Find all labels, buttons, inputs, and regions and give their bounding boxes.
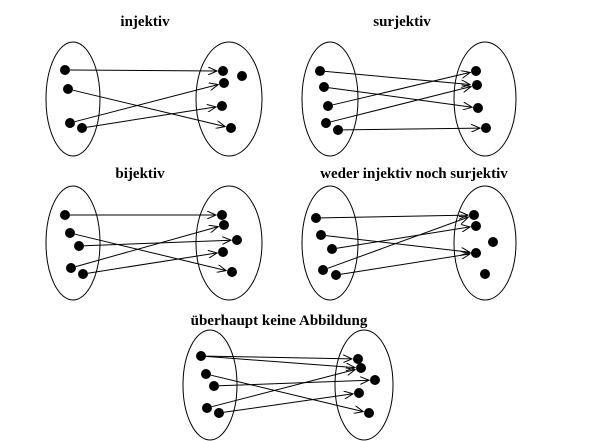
- mapping-arrow: [336, 227, 470, 249]
- mapping-arrow: [330, 87, 471, 123]
- panel-title-bijektiv: bijektiv: [115, 166, 165, 182]
- mapping-arrow: [320, 215, 468, 218]
- domain-set-oval: [45, 185, 101, 301]
- set-element-dot: [333, 125, 343, 135]
- set-element-dot: [488, 237, 498, 247]
- mapping-arrow: [325, 235, 470, 253]
- set-element-dot: [65, 118, 75, 128]
- set-element-dot: [202, 403, 212, 413]
- set-element-dot: [315, 66, 325, 76]
- set-element-dot: [481, 123, 491, 133]
- set-element-dot: [78, 269, 88, 279]
- set-element-dot: [201, 369, 211, 379]
- set-element-dot: [214, 408, 224, 418]
- set-element-dot: [217, 101, 227, 111]
- set-element-dot: [471, 221, 481, 231]
- mapping-arrow: [74, 233, 226, 270]
- set-element-dot: [227, 267, 237, 277]
- codomain-set-oval: [453, 185, 517, 301]
- set-element-dot: [471, 66, 481, 76]
- mapping-arrow: [74, 85, 218, 123]
- mapping-arrow: [327, 217, 469, 269]
- diagram-surjektiv: [301, 41, 517, 157]
- set-element-dot: [480, 269, 490, 279]
- set-element-dot: [209, 381, 219, 391]
- codomain-set-oval: [195, 185, 263, 301]
- panel-title-surjektiv: surjektiv: [373, 14, 431, 30]
- mapping-arrow: [218, 380, 369, 387]
- set-element-dot: [237, 71, 247, 81]
- diagram-weder: [301, 185, 517, 301]
- set-element-dot: [316, 230, 326, 240]
- codomain-set-oval: [453, 41, 517, 157]
- set-element-dot: [196, 351, 206, 361]
- set-element-dot: [321, 118, 331, 128]
- set-element-dot: [77, 123, 87, 133]
- set-element-dot: [318, 265, 328, 275]
- set-element-dot: [327, 244, 337, 254]
- mapping-arrow: [205, 355, 355, 367]
- mapping-arrow: [75, 227, 218, 268]
- codomain-set-oval: [195, 41, 263, 157]
- mapping-arrow: [210, 374, 363, 411]
- set-element-dot: [473, 103, 483, 113]
- set-element-dot: [311, 213, 321, 223]
- set-element-dot: [219, 78, 229, 88]
- set-element-dot: [353, 354, 363, 364]
- mapping-arrow: [72, 89, 225, 126]
- mapping-arrow: [328, 87, 472, 108]
- set-element-dot: [323, 101, 333, 111]
- mapping-arrow: [205, 356, 352, 359]
- set-element-dot: [219, 220, 229, 230]
- mapping-arrow: [83, 240, 231, 247]
- set-element-dot: [472, 80, 482, 90]
- set-element-dot: [60, 210, 70, 220]
- panel-title-injektiv: injektiv: [120, 14, 170, 30]
- set-element-dot: [471, 248, 481, 258]
- set-element-dot: [74, 241, 84, 251]
- set-element-dot: [217, 210, 227, 220]
- mapping-arrow: [332, 72, 470, 106]
- set-element-dot: [232, 235, 242, 245]
- codomain-set-oval: [334, 329, 394, 441]
- set-element-dot: [65, 228, 75, 238]
- set-element-dot: [364, 408, 374, 418]
- mapping-arrow: [342, 128, 480, 130]
- set-element-dot: [218, 247, 228, 257]
- set-element-dot: [226, 123, 236, 133]
- domain-set-oval: [301, 185, 359, 301]
- set-element-dot: [354, 388, 364, 398]
- set-element-dot: [331, 270, 341, 280]
- mapping-arrow: [324, 70, 470, 84]
- mapping-arrow: [340, 254, 470, 275]
- panel-title-weder: weder injektiv noch surjektiv: [320, 166, 508, 182]
- panel-title-keine: überhaupt keine Abbildung: [191, 313, 368, 329]
- mapping-arrow: [69, 70, 217, 71]
- diagram-keine: [182, 329, 394, 441]
- set-element-dot: [66, 263, 76, 273]
- mapping-arrow: [87, 253, 217, 274]
- mapping-arrow: [223, 394, 353, 413]
- set-element-dot: [356, 363, 366, 373]
- domain-set-oval: [45, 41, 101, 157]
- set-element-dot: [218, 66, 228, 76]
- set-element-dot: [319, 82, 329, 92]
- set-element-dot: [60, 65, 70, 75]
- set-element-dot: [469, 210, 479, 220]
- set-element-dot: [63, 84, 73, 94]
- mapping-arrow: [211, 370, 355, 408]
- domain-set-oval: [301, 41, 359, 157]
- mapping-arrow: [86, 107, 216, 128]
- diagram-injektiv: [45, 41, 263, 157]
- set-element-dot: [370, 375, 380, 385]
- diagram-bijektiv: [45, 185, 263, 301]
